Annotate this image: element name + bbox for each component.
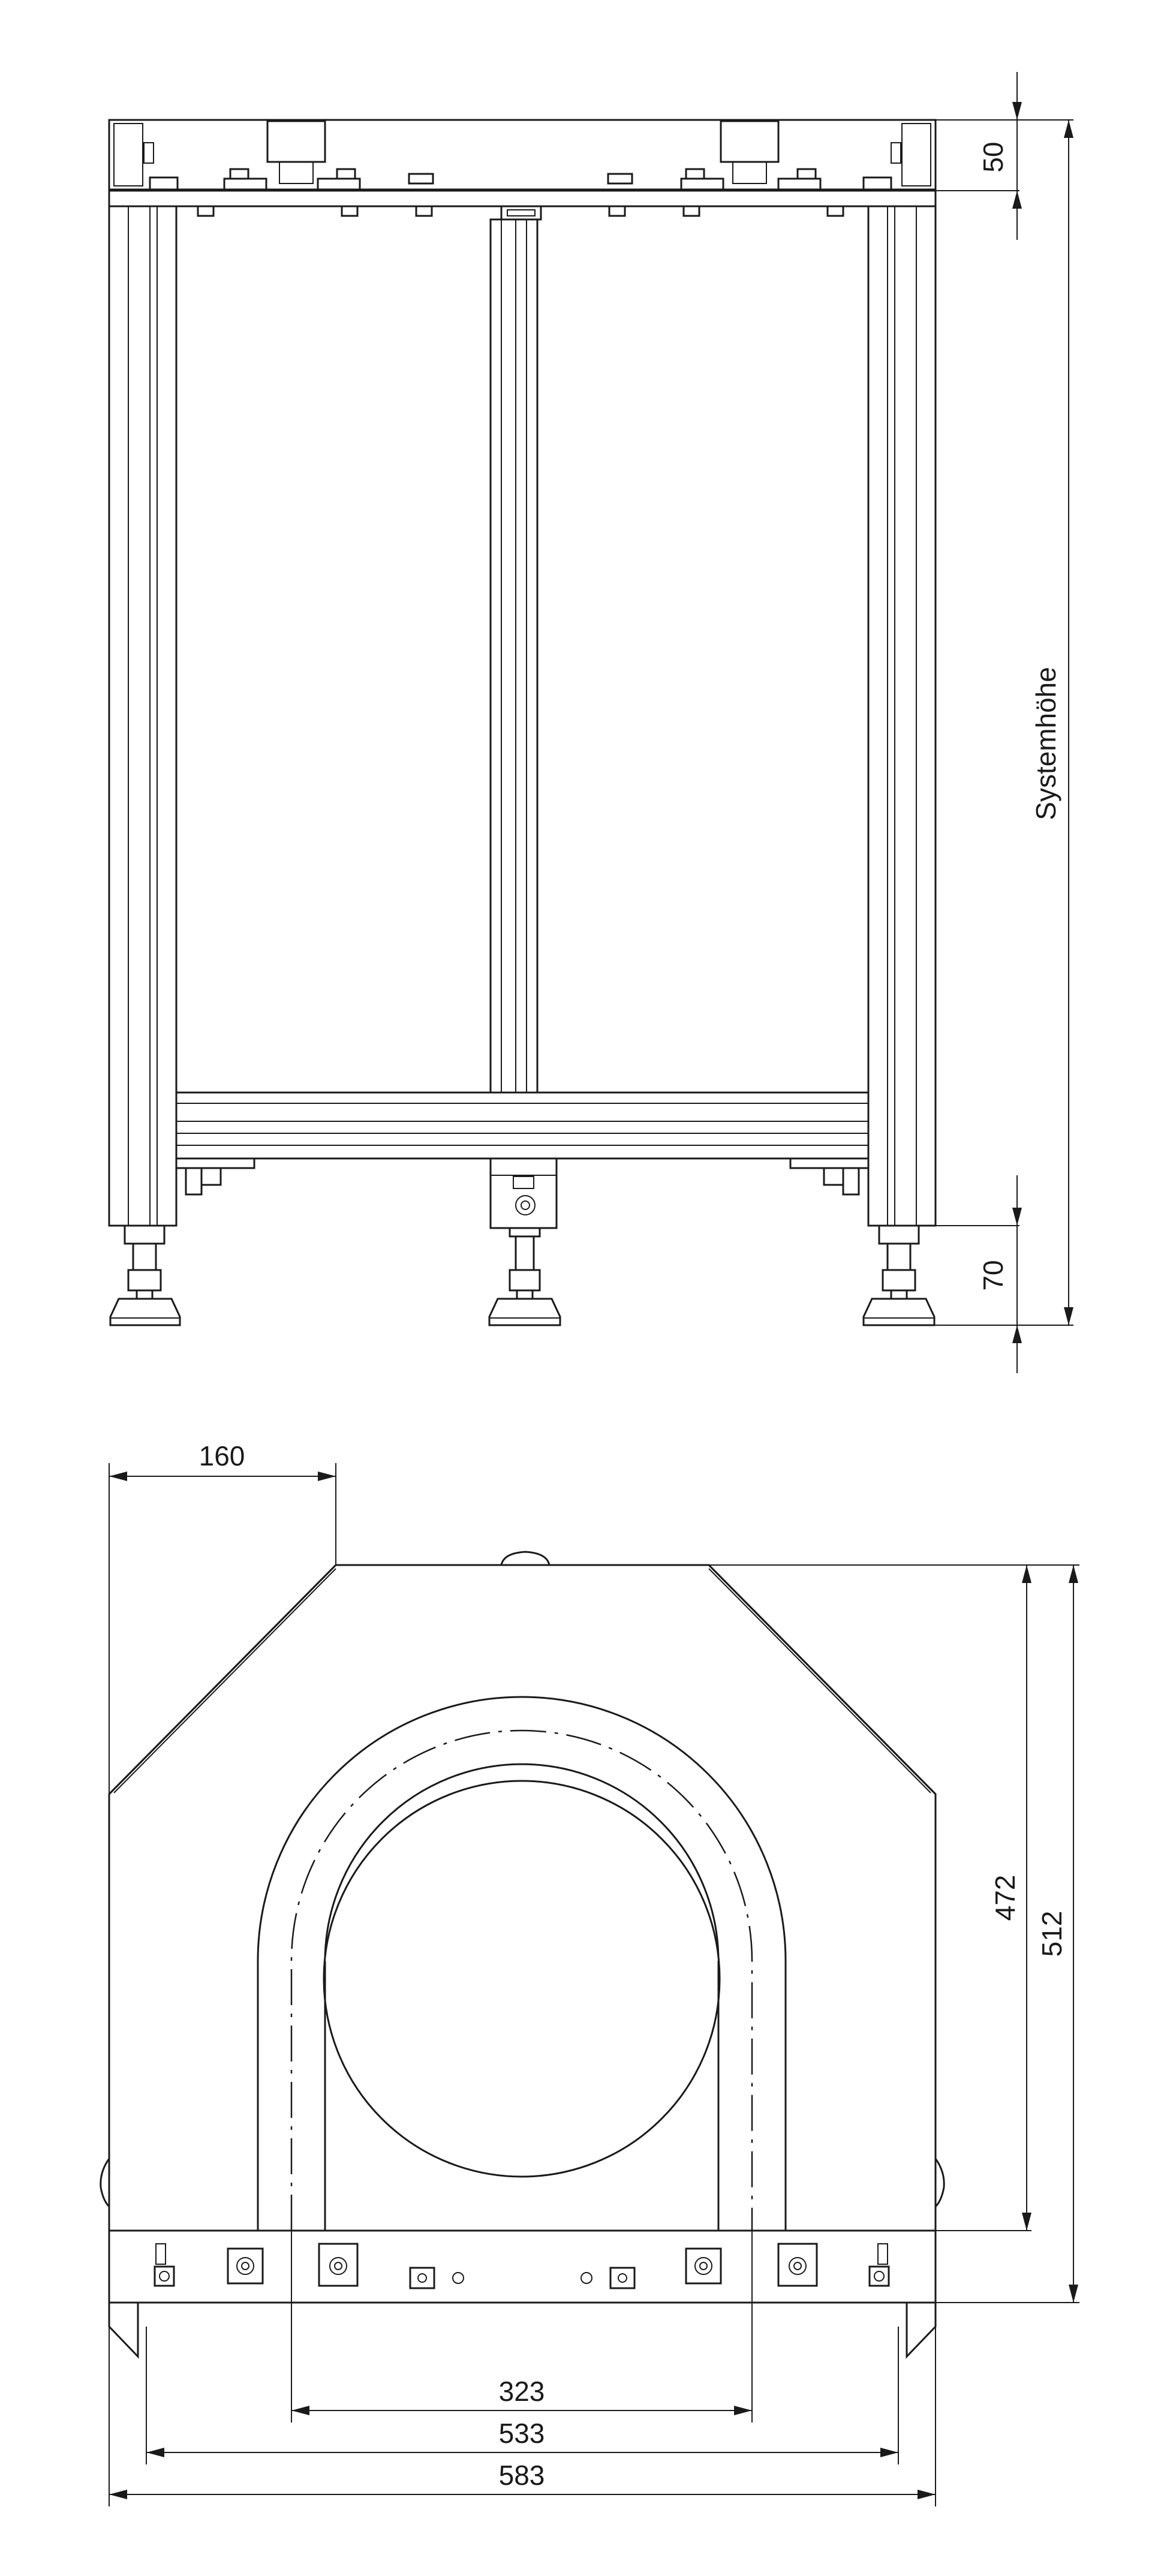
top-view-dimensions: 50 Systemhöhe 70: [934, 72, 1073, 1373]
bottom-view-dimensions: 160 472 512 323 533 58: [109, 1440, 1079, 2506]
motor-block-left: [266, 120, 326, 163]
dim-label-opening-width: 323: [499, 2376, 545, 2407]
foot-left: [109, 1224, 181, 1326]
dim-label-system-height: Systemhöhe: [1030, 667, 1061, 820]
foot-right: [862, 1224, 936, 1326]
motor-block-right: [720, 120, 780, 163]
base-details: [154, 2243, 890, 2289]
leveling-feet: [109, 1224, 936, 1326]
dim-label-feet: 70: [977, 1260, 1009, 1290]
dim-label-inner-width: 533: [499, 2418, 545, 2449]
dim-label-total-width: 583: [499, 2460, 545, 2491]
dim-label-total-height: 512: [1036, 1911, 1067, 1957]
bottom-view-housing: [100, 1551, 945, 2359]
foot-center: [488, 1227, 561, 1326]
top-view-frame: [108, 119, 937, 1229]
dim-label-offset: 160: [199, 1440, 245, 1471]
dim-label-top-frame: 50: [977, 142, 1009, 172]
dim-label-inner-height: 472: [989, 1875, 1021, 1921]
